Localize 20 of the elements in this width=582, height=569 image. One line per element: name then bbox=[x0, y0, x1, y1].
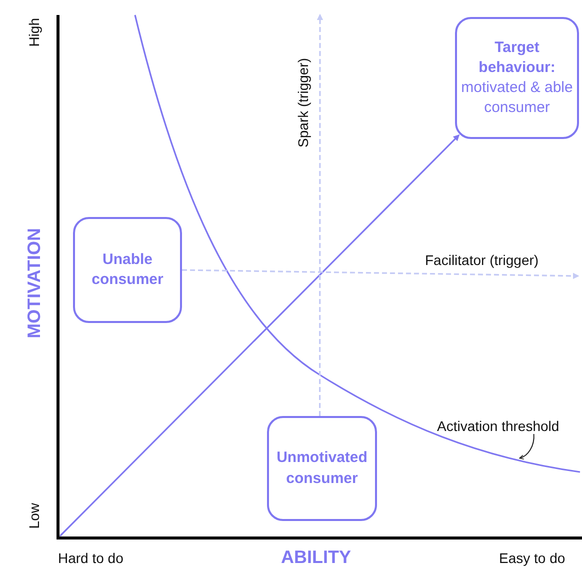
state-box bbox=[73, 217, 182, 323]
box-text: motivated & able consumer bbox=[460, 78, 574, 118]
box-heading: Target behaviour: bbox=[478, 38, 556, 78]
dashed-arrow bbox=[182, 269, 580, 280]
axis-tick-label: Hard to do bbox=[58, 550, 124, 566]
box-title: Unable consumer bbox=[90, 250, 164, 290]
state-box bbox=[267, 416, 377, 521]
box-title: Unmotivated consumer bbox=[276, 448, 368, 488]
arrow bbox=[59, 134, 460, 537]
target-box bbox=[455, 17, 579, 139]
leader-line bbox=[519, 434, 534, 460]
dashed-arrow bbox=[316, 14, 324, 416]
axis-title: ABILITY bbox=[281, 547, 351, 568]
axis-tick-label: Easy to do bbox=[499, 550, 566, 566]
edge-label: Spark (trigger) bbox=[295, 58, 311, 148]
edge-label: Facilitator (trigger) bbox=[425, 252, 539, 268]
curve-label: Activation threshold bbox=[437, 418, 560, 434]
axis-title: MOTIVATION bbox=[24, 228, 45, 338]
axis-tick-label: High bbox=[26, 18, 42, 47]
axis-tick-label: Low bbox=[26, 503, 42, 529]
